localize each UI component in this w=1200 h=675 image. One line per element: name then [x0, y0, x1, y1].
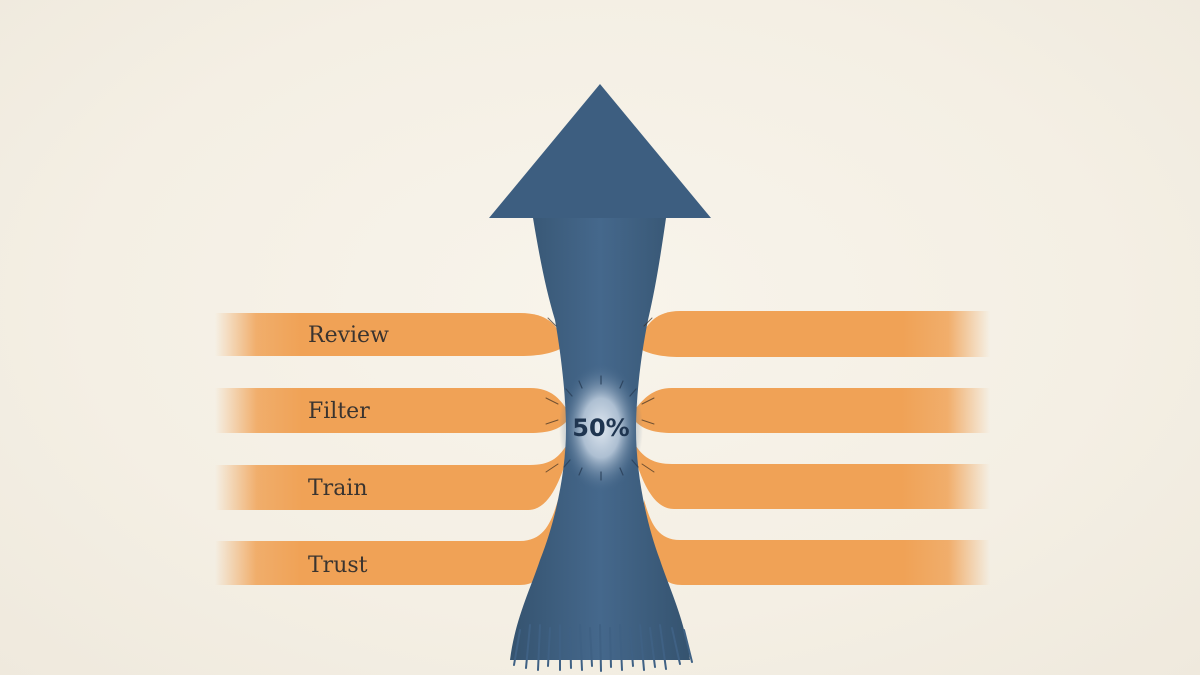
band-label-filter: Filter — [308, 399, 370, 424]
center-glow — [559, 362, 643, 494]
band-left-train — [215, 446, 566, 510]
band-label-train: Train — [308, 476, 368, 501]
band-right-4 — [644, 500, 990, 585]
band-right-2 — [636, 388, 990, 433]
band-label-review: Review — [308, 323, 389, 348]
band-label-trust: Trust — [308, 553, 368, 578]
left-bands — [215, 313, 566, 585]
band-right-1 — [642, 311, 990, 357]
band-labels: Review Filter Train Trust — [308, 323, 389, 578]
band-right-3 — [636, 446, 990, 509]
arrow-frayed-tail — [513, 624, 693, 672]
up-arrow-icon: 50% — [489, 84, 711, 672]
arrow-head — [489, 84, 711, 218]
burst-lines — [563, 375, 639, 481]
band-left-review — [215, 313, 560, 356]
band-left-filter — [215, 388, 566, 433]
right-bands — [636, 311, 990, 585]
center-percentage: 50% — [572, 414, 629, 442]
band-stress-lines — [545, 317, 655, 473]
band-left-trust — [215, 500, 558, 585]
